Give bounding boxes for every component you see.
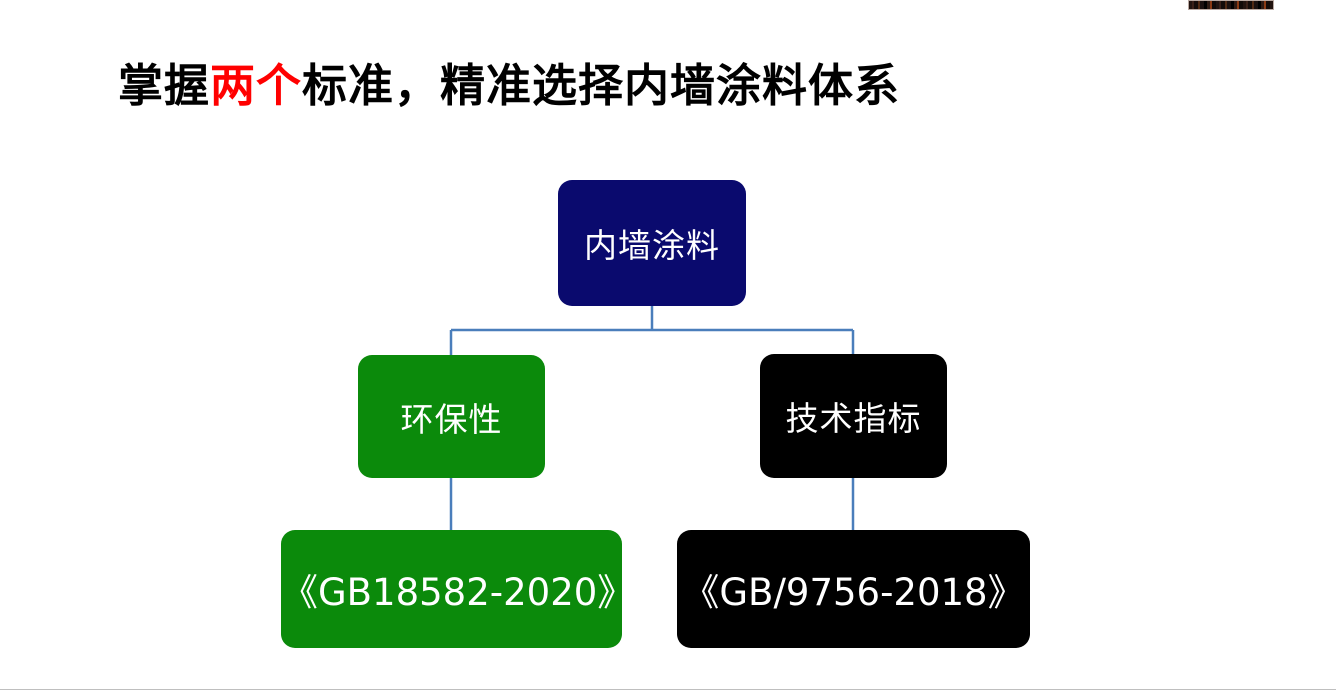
title-suffix: 标准，精准选择内墙涂料体系: [302, 59, 901, 113]
node-label: 环保性: [400, 399, 503, 439]
node-label: 内墙涂料: [584, 226, 720, 265]
node-environmental-performance[interactable]: 环保性: [358, 355, 545, 478]
node-interior-wall-coating[interactable]: 内墙涂料: [558, 180, 746, 306]
title-accent: 两个: [210, 59, 303, 113]
page-title: 掌握两个标准，精准选择内墙涂料体系: [118, 60, 900, 112]
node-label: 《GB/9756-2018》: [682, 571, 1025, 614]
filmstrip-artifact-icon: [1188, 0, 1274, 10]
node-standard-gb9756-2018[interactable]: 《GB/9756-2018》: [677, 530, 1030, 648]
node-label: 《GB18582-2020》: [281, 571, 635, 614]
title-prefix: 掌握: [118, 59, 211, 113]
node-technical-index[interactable]: 技术指标: [760, 354, 947, 478]
bottom-divider: [0, 689, 1336, 690]
node-label: 技术指标: [785, 399, 922, 438]
node-standard-gb18582-2020[interactable]: 《GB18582-2020》: [281, 530, 635, 648]
